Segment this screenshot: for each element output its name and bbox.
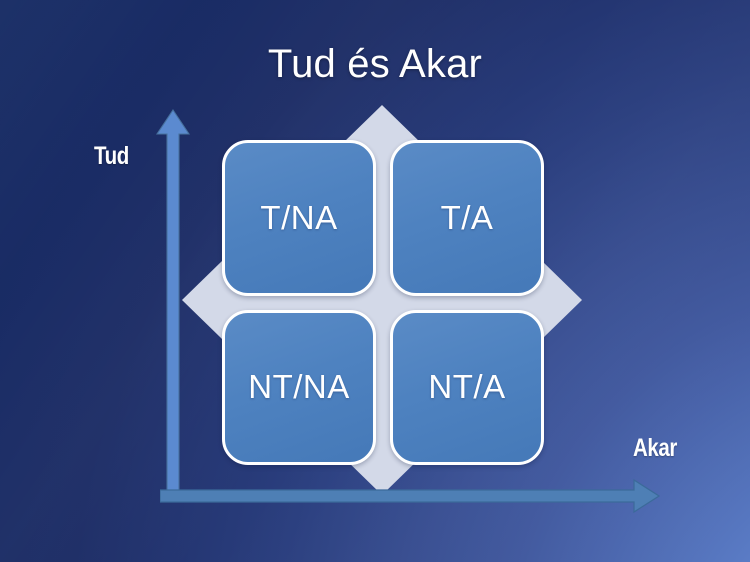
quadrant-bottom-left[interactable]: NT/NA (222, 309, 376, 465)
x-axis-label: Akar (633, 434, 677, 462)
quadrant-label: T/A (440, 198, 494, 236)
quadrant-top-right[interactable]: T/A (390, 140, 544, 296)
quadrant-label: T/NA (260, 198, 338, 236)
right-arrow-icon (159, 478, 661, 514)
page-title: Tud és Akar (267, 42, 483, 86)
quadrant-top-left[interactable]: T/NA (222, 140, 376, 296)
quadrant-bottom-right[interactable]: NT/A (390, 309, 544, 465)
y-axis-label: Tud (94, 142, 129, 170)
quadrant-matrix: T/NA T/A NT/NA NT/A (222, 140, 544, 465)
quadrant-label: NT/NA (248, 368, 350, 406)
quadrant-label: NT/A (428, 368, 506, 406)
